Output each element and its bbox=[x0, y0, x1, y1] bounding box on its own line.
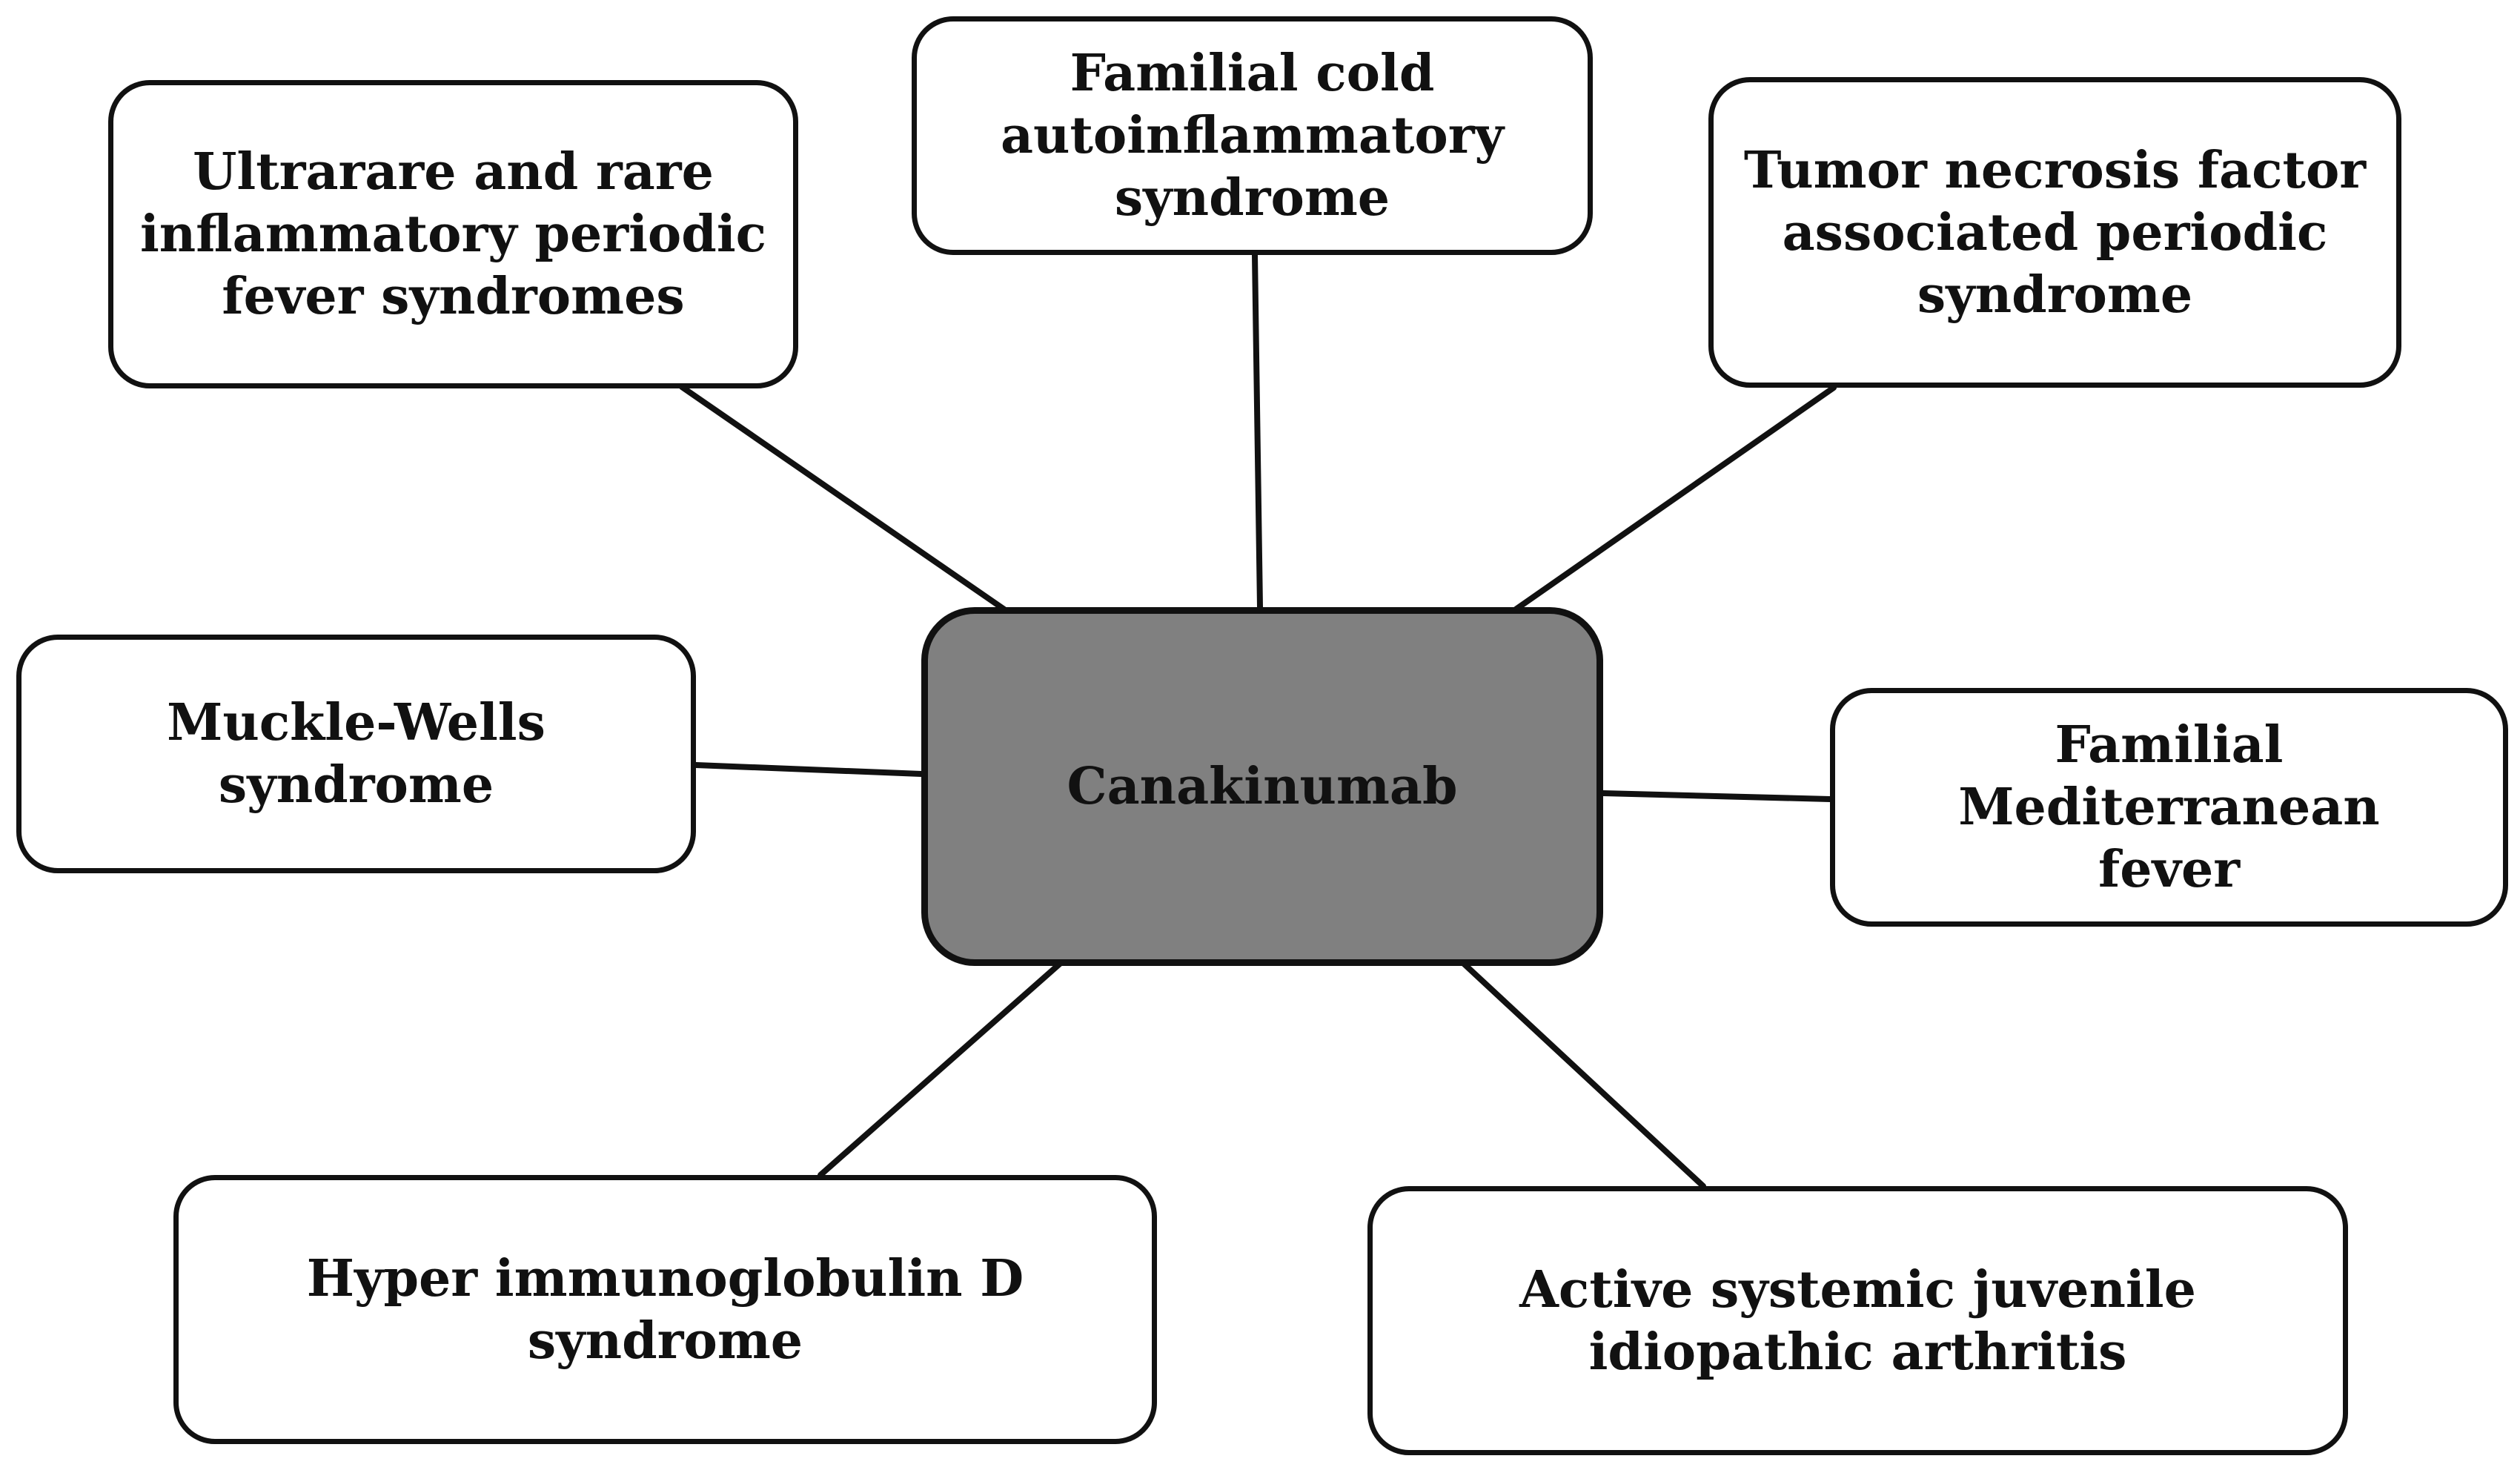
indication-label: Muckle-Wells syndrome bbox=[167, 693, 546, 815]
indication-box-tnf-associated-periodic: Tumor necrosis factor associated periodi… bbox=[1708, 77, 2401, 388]
connector-hids bbox=[818, 961, 1063, 1178]
center-drug-label: Canakinumab bbox=[1067, 757, 1458, 816]
indication-label: Hyper immunoglobulin D syndrome bbox=[306, 1248, 1024, 1371]
connector-sjia bbox=[1461, 961, 1706, 1189]
indication-label: Familial Mediterranean fever bbox=[1958, 715, 2380, 899]
indication-box-muckle-wells: Muckle-Wells syndrome bbox=[16, 635, 696, 873]
connector-fcas bbox=[1252, 252, 1263, 610]
connector-traps bbox=[1513, 385, 1837, 612]
indication-box-hyper-igd-syndrome: Hyper immunoglobulin D syndrome bbox=[173, 1175, 1157, 1444]
connector-ultrarare bbox=[679, 384, 1007, 612]
indication-label: Active systemic juvenile idiopathic arth… bbox=[1519, 1260, 2196, 1382]
indication-box-familial-mediterranean-fever: Familial Mediterranean fever bbox=[1830, 688, 2508, 927]
indication-box-ultrarare-periodic-fever: Ultrarare and rare inflammatory periodic… bbox=[108, 80, 798, 388]
indication-label: Familial cold autoinflammatory syndrome bbox=[1000, 44, 1505, 228]
indication-box-familial-cold-autoinflammatory: Familial cold autoinflammatory syndrome bbox=[912, 16, 1593, 255]
center-drug-box: Canakinumab bbox=[921, 607, 1603, 966]
indication-box-systemic-juvenile-arthritis: Active systemic juvenile idiopathic arth… bbox=[1367, 1186, 2348, 1455]
indication-label: Tumor necrosis factor associated periodi… bbox=[1743, 140, 2367, 325]
indication-label: Ultrarare and rare inflammatory periodic… bbox=[139, 142, 767, 326]
connector-mws bbox=[693, 762, 924, 777]
connector-fmf bbox=[1600, 790, 1833, 802]
